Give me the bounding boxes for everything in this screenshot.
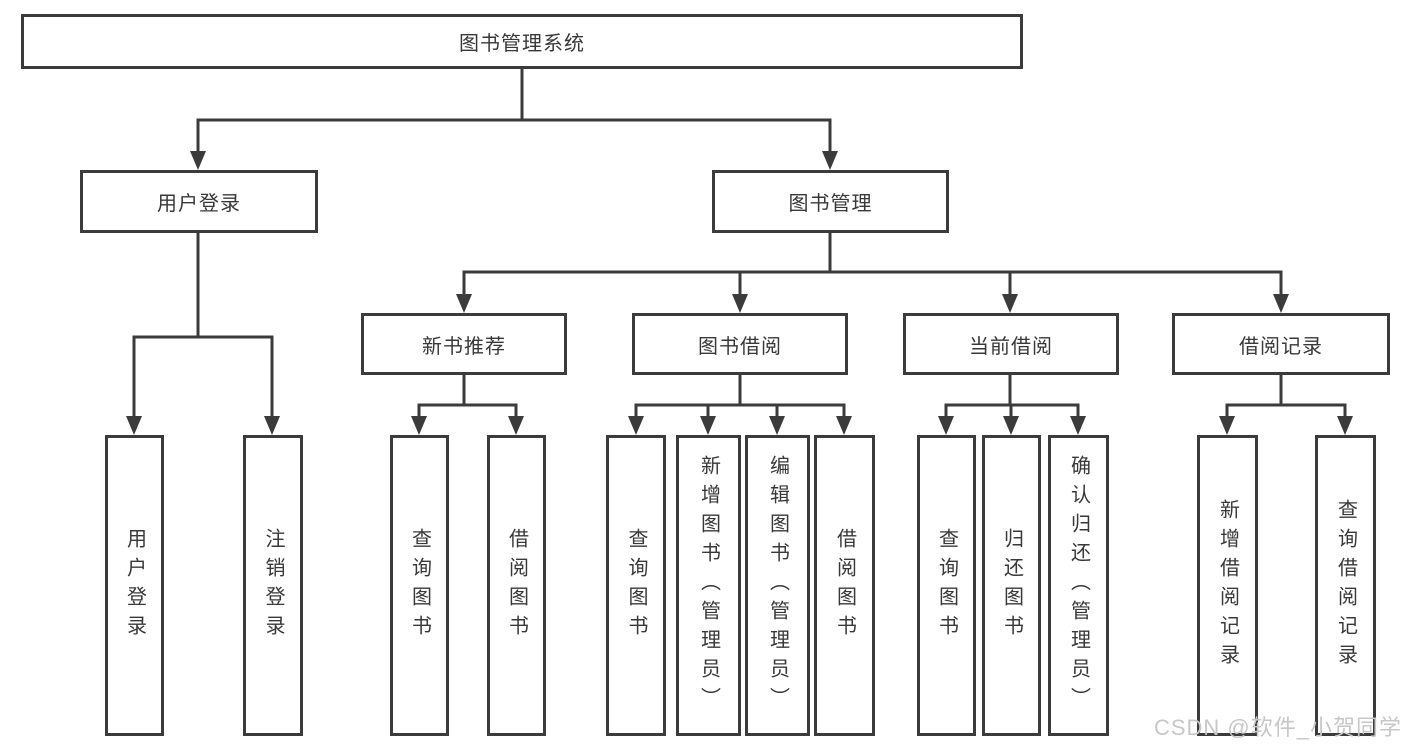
leaf-query-books-borrowing: 查询图书 <box>606 435 666 736</box>
node-user-login: 用户登录 <box>80 170 318 233</box>
leaf-user-login: 用户登录 <box>105 435 164 736</box>
leaf-borrow-books-recommend: 借阅图书 <box>487 435 546 736</box>
watermark: CSDN @软件_小贺同学 <box>1153 715 1402 740</box>
node-book-borrowing: 图书借阅 <box>632 313 848 375</box>
leaf-query-books-current: 查询图书 <box>917 435 976 736</box>
leaf-query-books-recommend: 查询图书 <box>390 435 449 736</box>
leaf-add-borrow-record: 新增借阅记录 <box>1197 435 1258 736</box>
node-library-system: 图书管理系统 <box>21 14 1023 69</box>
node-borrowing-records: 借阅记录 <box>1172 313 1390 375</box>
node-current-borrowing: 当前借阅 <box>903 313 1119 375</box>
node-new-book-recommendation: 新书推荐 <box>361 313 567 375</box>
leaf-confirm-return-admin: 确认归还（管理员） <box>1048 435 1109 736</box>
node-book-management: 图书管理 <box>712 170 949 233</box>
leaf-add-book-admin: 新增图书（管理员） <box>676 435 741 736</box>
leaf-borrow-books-borrowing: 借阅图书 <box>814 435 875 736</box>
leaf-query-borrow-record: 查询借阅记录 <box>1315 435 1376 736</box>
leaf-edit-book-admin: 编辑图书（管理员） <box>745 435 810 736</box>
leaf-return-books: 归还图书 <box>982 435 1041 736</box>
leaf-logout: 注销登录 <box>243 435 303 736</box>
